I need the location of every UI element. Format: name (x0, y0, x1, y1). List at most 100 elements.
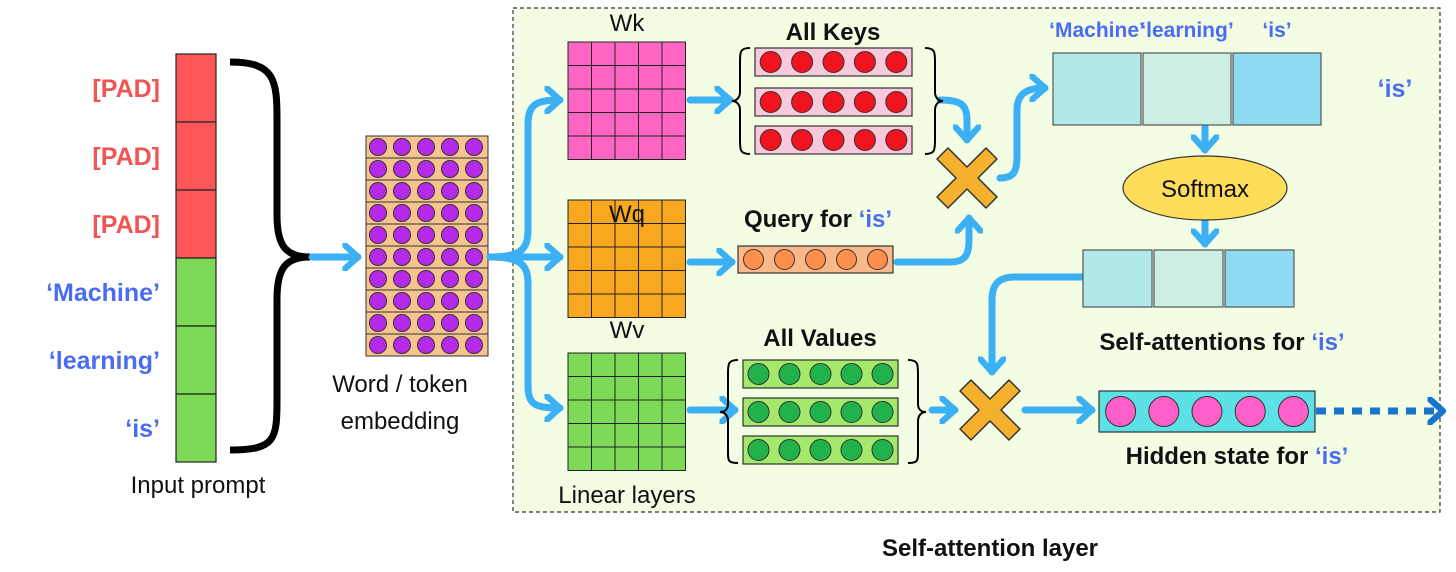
weight-cell (614, 446, 639, 471)
key-vector-dot (853, 129, 876, 151)
weight-cell (591, 352, 616, 377)
token-cell (175, 325, 217, 395)
embedding-dot (417, 204, 435, 222)
token-label: ‘is’ (125, 415, 160, 443)
weight-cell (591, 112, 616, 137)
hidden-state-token: ‘is’ (1315, 443, 1348, 470)
key-vector-dot (853, 91, 876, 113)
weight-cell (567, 199, 592, 224)
weight-cell (661, 135, 686, 160)
key-vector-dot (885, 91, 908, 113)
weight-cell (638, 112, 663, 137)
embedding-dot (393, 204, 411, 222)
weight-cell (661, 112, 686, 137)
embedding-dot (465, 138, 483, 156)
arrow-to-scores (996, 88, 1049, 182)
embedding-dot (393, 336, 411, 354)
embedding-dot (393, 160, 411, 178)
embedding-dot (465, 226, 483, 244)
weight-cell (567, 376, 592, 401)
wq-matrix (567, 199, 686, 318)
score-cell (1142, 52, 1232, 126)
query-vector-dot (774, 249, 795, 270)
token-cell (175, 257, 217, 327)
token-label: [PAD] (92, 143, 160, 171)
value-vector (742, 435, 899, 465)
weight-cell (614, 399, 639, 424)
embedding-dot (393, 292, 411, 310)
embedding-dot (369, 182, 387, 200)
token-label: ‘Machine’ (46, 279, 160, 307)
weight-cell (591, 399, 616, 424)
key-vector-dot (759, 51, 782, 73)
weight-cell (638, 352, 663, 377)
score-column-label: ‘learning’ (1140, 19, 1233, 42)
hidden-state-vector-dot (1148, 396, 1180, 427)
embedding-dot (441, 248, 459, 266)
embedding-dot (441, 182, 459, 200)
embedding-dot (417, 226, 435, 244)
embedding-dot (441, 226, 459, 244)
weight-cell (638, 423, 663, 448)
value-vector (742, 359, 899, 389)
weight-cell (661, 446, 686, 471)
embedding-dot (417, 160, 435, 178)
key-vector (754, 47, 913, 77)
embedding-dot (417, 314, 435, 332)
key-vector (754, 87, 913, 117)
attention-weight-cell (1082, 249, 1153, 308)
value-vector-dot (747, 439, 770, 461)
self-attentions-text: Self-attentions for (1099, 329, 1311, 356)
hidden-state-vector (1098, 390, 1316, 433)
key-vector-dot (791, 51, 814, 73)
embedding-dot (465, 314, 483, 332)
value-vector-dot (809, 439, 832, 461)
embedding-dot (441, 314, 459, 332)
embedding-dot (465, 292, 483, 310)
value-vector-dot (871, 401, 894, 423)
query-vector-dot (867, 249, 888, 270)
query-vector (737, 245, 894, 274)
multiply-icon (959, 379, 1021, 441)
weight-cell (638, 135, 663, 160)
weight-cell (591, 446, 616, 471)
weight-cell (567, 88, 592, 113)
weight-cell (638, 399, 663, 424)
hidden-state-vector-dot (1191, 396, 1223, 427)
weight-cell (591, 270, 616, 295)
softmax-label: Softmax (1161, 176, 1249, 203)
self-attentions-label: Self-attentions for ‘is’ (1099, 329, 1344, 356)
embedding-dot (393, 248, 411, 266)
key-vector-dot (885, 51, 908, 73)
weight-cell (638, 270, 663, 295)
token-cell (175, 393, 217, 463)
embedding-label-line1: Word / token (332, 371, 468, 398)
weight-cell (591, 423, 616, 448)
embedding-dot (417, 182, 435, 200)
query-label: Query for ‘is’ (744, 206, 892, 233)
value-vector-dot (871, 363, 894, 385)
weight-cell (567, 293, 592, 318)
embedding-dot (465, 248, 483, 266)
weight-cell (567, 399, 592, 424)
attention-scores: ‘Machine’‘learning’‘is’‘is’Softmax (1049, 19, 1412, 308)
softmax-node (1122, 155, 1288, 221)
arrow-attention-to-multiply (992, 273, 1087, 376)
embedding-dot (393, 314, 411, 332)
weight-cell (591, 41, 616, 66)
weight-cell (661, 41, 686, 66)
weight-cell (614, 293, 639, 318)
weight-cell (567, 223, 592, 248)
value-vector-dot (809, 401, 832, 423)
weight-cell (591, 65, 616, 90)
key-vector-dot (759, 129, 782, 151)
arrow-to-wk (486, 100, 564, 261)
linear-layers-label: Linear layers (558, 482, 695, 509)
wq-label: Wq (609, 201, 645, 228)
hidden-state-vector-dot (1234, 396, 1266, 427)
query-vector-dot (805, 249, 826, 270)
key-vector-dot (759, 91, 782, 113)
arrow-to-wv (486, 253, 564, 408)
embedding-dot (465, 336, 483, 354)
weight-cell (638, 88, 663, 113)
